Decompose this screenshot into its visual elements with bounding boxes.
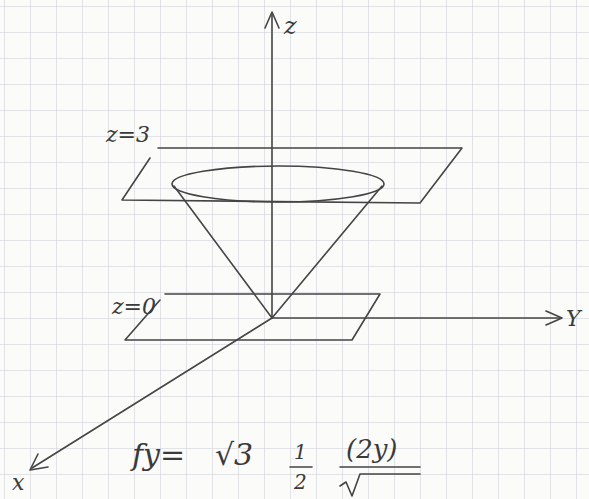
axis-label: x: [12, 472, 24, 494]
fraction-bar: [290, 466, 312, 468]
y-arrowhead: [546, 311, 562, 325]
formula-text: fy=: [132, 440, 185, 470]
cone-rim: [172, 166, 384, 202]
axis-label: Y: [566, 308, 581, 330]
plane-z3: [122, 148, 462, 203]
formula-text: (2y): [346, 436, 398, 462]
root-sign: [340, 474, 420, 496]
plane-z0: [125, 294, 380, 340]
axis-label: z: [284, 14, 297, 38]
formula-text: 1: [294, 442, 307, 462]
z-arrowhead: [265, 12, 279, 28]
x-arrowhead: [30, 454, 48, 470]
plane-label: z=3: [106, 124, 150, 146]
formula-text: 2: [294, 472, 307, 492]
plane-label: z=0: [112, 296, 156, 318]
cone-sides: [174, 186, 382, 318]
y-axis: [272, 317, 560, 319]
fraction-bar: [340, 466, 420, 468]
formula-text: √3: [215, 440, 253, 470]
